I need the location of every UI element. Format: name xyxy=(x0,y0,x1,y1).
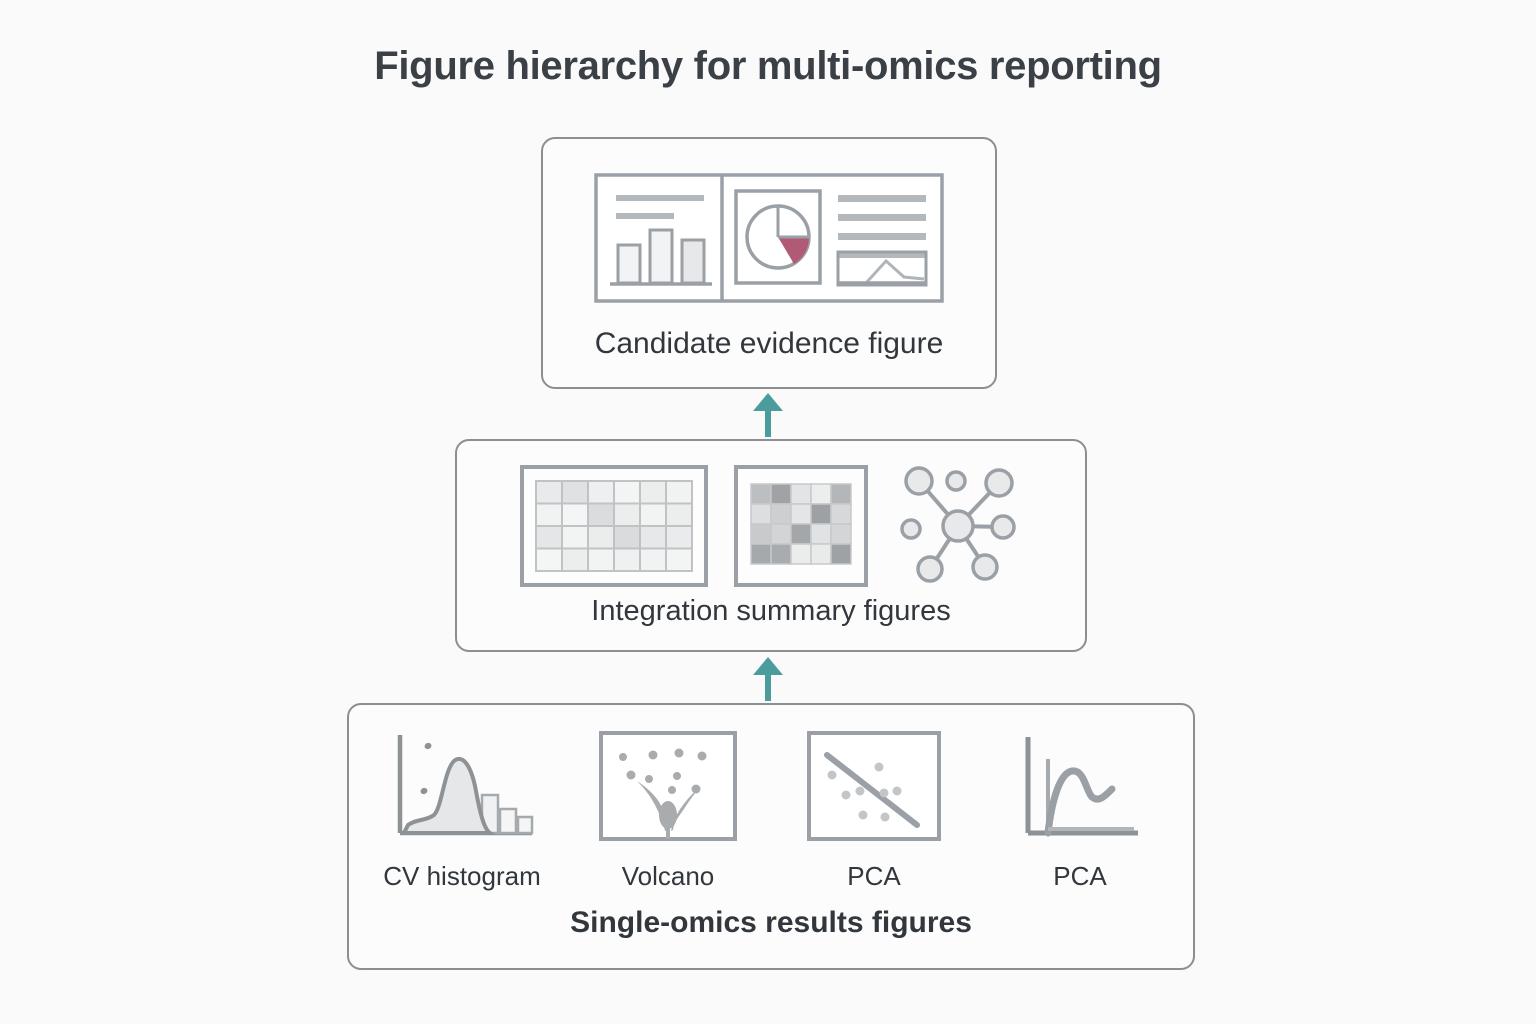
leaf-label-pca-scree: PCA xyxy=(1053,861,1107,891)
tier-single-omics-results[interactable]: CV histogram xyxy=(347,703,1195,970)
page-title: Figure hierarchy for multi-omics reporti… xyxy=(374,44,1162,88)
leaf-pca-scree[interactable]: PCA xyxy=(1000,729,1160,892)
leaf-pca-scatter[interactable]: PCA xyxy=(794,729,954,892)
tier-integration-summary[interactable]: Integration summary figures xyxy=(455,439,1087,652)
scatter-trendline-icon xyxy=(805,729,943,847)
scree-curve-icon xyxy=(1016,729,1144,847)
network-graph-icon xyxy=(893,461,1023,591)
tier-label-integration-summary: Integration summary figures xyxy=(591,595,951,627)
table-grid-icon xyxy=(519,464,709,588)
heatmap-icon xyxy=(733,464,869,588)
leaf-cv-histogram[interactable]: CV histogram xyxy=(382,729,542,892)
tier-label-candidate-evidence: Candidate evidence figure xyxy=(594,327,944,360)
dashboard-icon-row xyxy=(543,173,995,303)
arrow-bottom-to-middle xyxy=(748,655,788,703)
histogram-density-icon xyxy=(386,729,538,847)
volcano-plot-icon xyxy=(597,729,739,847)
dashboard-icon xyxy=(594,173,944,303)
single-omics-icon-row: CV histogram xyxy=(349,729,1193,892)
tier-label-single-omics-results: Single-omics results figures xyxy=(570,906,972,939)
leaf-label-volcano: Volcano xyxy=(621,861,715,891)
tier-candidate-evidence[interactable]: Candidate evidence figure xyxy=(541,137,997,389)
arrow-middle-to-top xyxy=(748,391,788,439)
integration-icon-row xyxy=(457,461,1085,591)
leaf-label-cv-histogram: CV histogram xyxy=(383,861,541,891)
leaf-volcano[interactable]: Volcano xyxy=(588,729,748,892)
leaf-label-pca-scatter: PCA xyxy=(847,861,901,891)
